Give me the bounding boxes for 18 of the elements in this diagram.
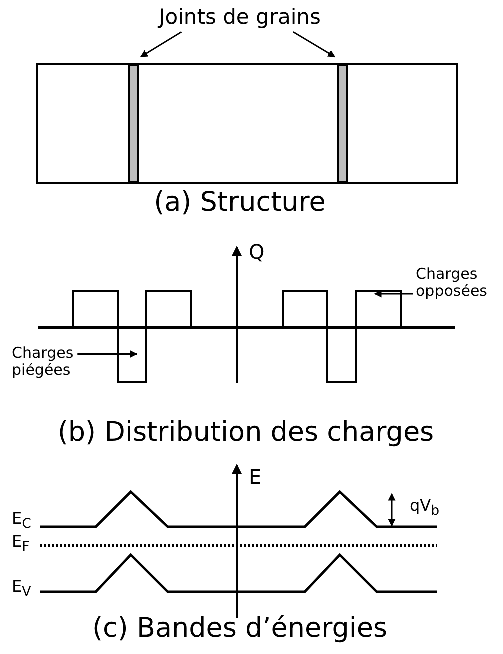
callout-text: Charges piégées (12, 345, 74, 378)
axis-label: Q (249, 241, 265, 263)
callout-text: Joints de grains (159, 6, 321, 30)
axis-label: E (249, 466, 262, 488)
callout-text: Charges opposées (416, 266, 488, 299)
barrier-height-label: qV$_{b}$ (410, 497, 440, 520)
panel-caption: (b) Distribution des charges (58, 418, 434, 448)
arrow (293, 31, 336, 58)
panel-caption: (a) Structure (154, 188, 326, 218)
leader-line (374, 290, 413, 298)
grain-boundary-bar (337, 64, 348, 183)
energy-level-label: E$_{V}$ (12, 578, 32, 601)
arrow (140, 31, 182, 58)
energy-level-label: E$_{C}$ (12, 510, 32, 533)
grain-boundary-bar (128, 64, 139, 183)
energy-level-label: E$_{F}$ (12, 533, 30, 556)
panel-caption: (c) Bandes d’énergies (92, 614, 388, 644)
leader-line (78, 350, 138, 358)
